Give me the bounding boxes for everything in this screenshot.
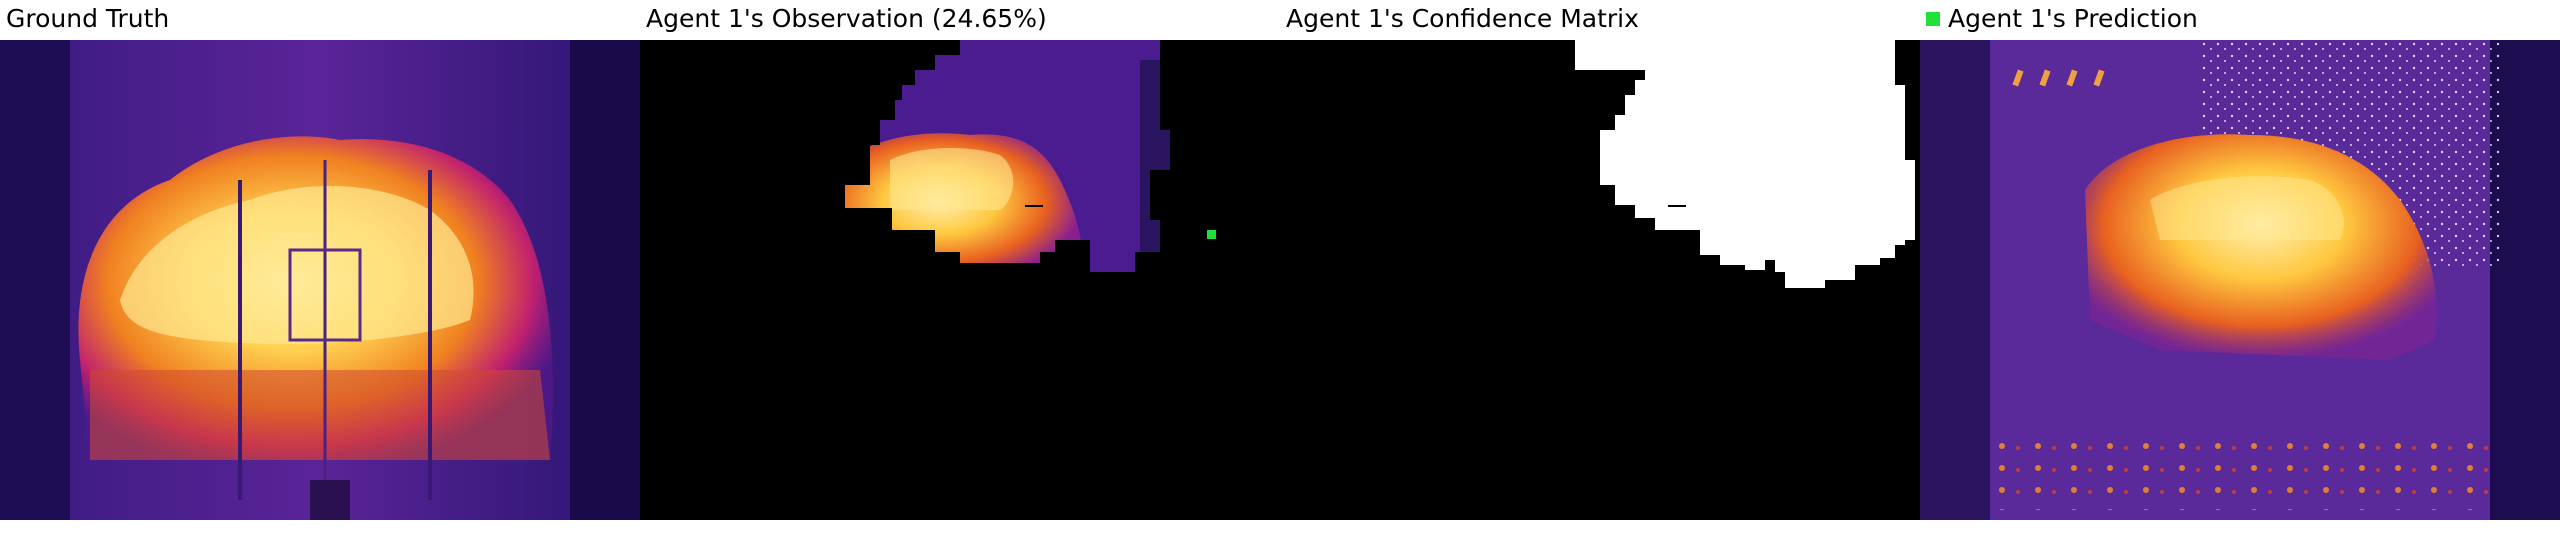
observation-image (640, 40, 1280, 520)
ground-truth-thermal-image (0, 40, 640, 520)
ground-truth-title: Ground Truth (6, 2, 169, 36)
prediction-image (1920, 40, 2560, 520)
observation-panel: Agent 1's Observation (24.65%) (640, 0, 1280, 520)
observation-title-text: Agent 1's Observation (24.65%) (646, 4, 1047, 33)
observation-masked-image (845, 40, 1216, 272)
confidence-title: Agent 1's Confidence Matrix (1286, 2, 1639, 36)
prediction-thermal-image (1920, 40, 2560, 520)
prediction-title: Agent 1's Prediction (1926, 2, 2198, 36)
confidence-matrix-mask (1280, 40, 1920, 520)
ground-truth-title-text: Ground Truth (6, 4, 170, 33)
confidence-title-text: Agent 1's Confidence Matrix (1286, 4, 1639, 33)
prediction-legend-marker (1926, 12, 1940, 26)
prediction-panel: Agent 1's Prediction (1920, 0, 2560, 520)
ground-truth-image (0, 40, 640, 520)
confidence-image (1280, 40, 1920, 520)
ground-truth-panel: Ground Truth (0, 0, 640, 520)
confidence-panel: Agent 1's Confidence Matrix (1280, 0, 1920, 520)
observation-title: Agent 1's Observation (24.65%) (646, 2, 1047, 36)
prediction-title-text: Agent 1's Prediction (1948, 4, 2198, 33)
